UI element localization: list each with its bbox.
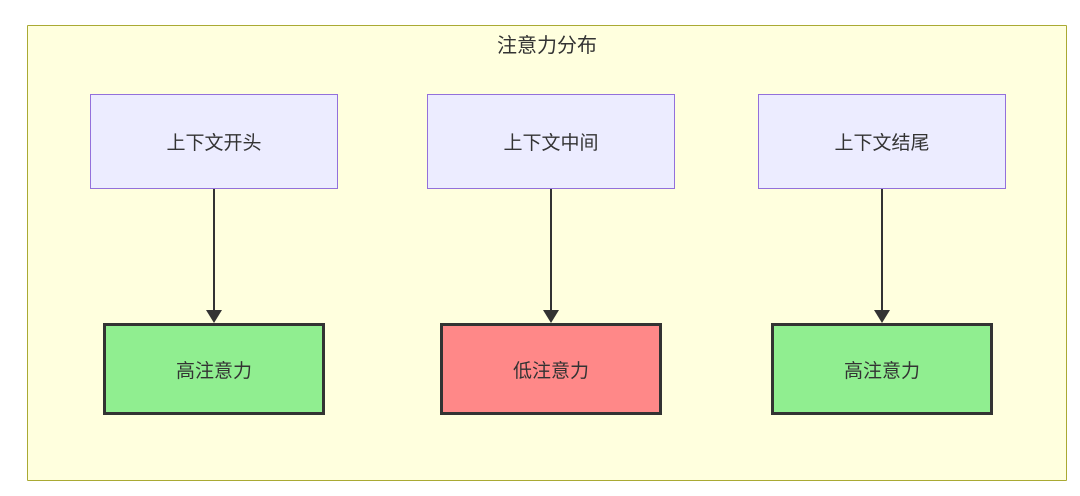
node-high-attention-1-label: 高注意力 <box>175 360 252 382</box>
arrow-context-middle-to-low <box>543 189 559 323</box>
attention-distribution-cluster: 注意力分布 上下文开头 高注意力 上下文中间 低注意力 上下文结尾 <box>27 25 1067 481</box>
node-context-end: 上下文结尾 <box>758 94 1006 189</box>
arrow-context-end-to-high <box>874 189 890 323</box>
node-context-start-label: 上下文开头 <box>166 133 262 154</box>
node-context-start: 上下文开头 <box>90 94 338 189</box>
arrow-line <box>550 189 552 311</box>
node-context-middle-label: 上下文中间 <box>503 133 599 154</box>
diagram-title: 注意力分布 <box>497 35 597 57</box>
arrow-head-icon <box>206 310 222 323</box>
node-high-attention-2: 高注意力 <box>771 323 993 415</box>
flow-column-context-end: 上下文结尾 高注意力 <box>758 94 1006 415</box>
node-high-attention-2-label: 高注意力 <box>843 360 920 382</box>
node-context-end-label: 上下文结尾 <box>834 133 930 154</box>
node-low-attention-label: 低注意力 <box>512 360 589 382</box>
arrow-line <box>881 189 883 311</box>
node-context-middle: 上下文中间 <box>427 94 675 189</box>
arrow-line <box>213 189 215 311</box>
arrow-head-icon <box>874 310 890 323</box>
flow-column-context-middle: 上下文中间 低注意力 <box>427 94 675 415</box>
flow-column-context-start: 上下文开头 高注意力 <box>90 94 338 415</box>
arrow-context-start-to-high <box>206 189 222 323</box>
node-high-attention-1: 高注意力 <box>103 323 325 415</box>
node-low-attention: 低注意力 <box>440 323 662 415</box>
arrow-head-icon <box>543 310 559 323</box>
